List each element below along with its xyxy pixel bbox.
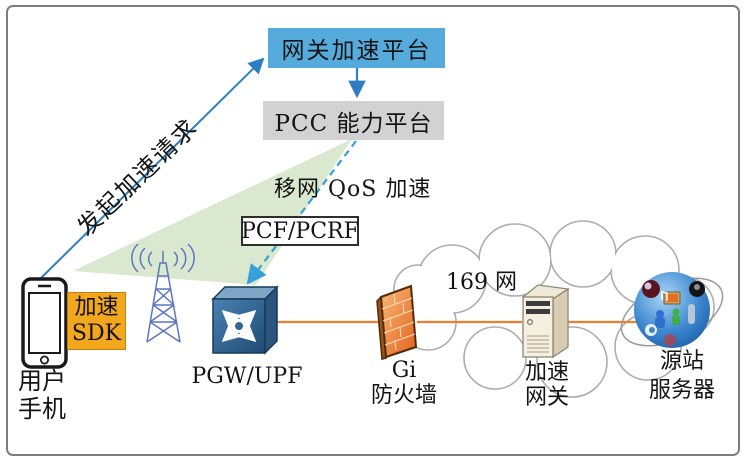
gi-firewall-label: Gi 防火墙	[358, 358, 450, 409]
gateway-acceleration-platform-box: 网关加速平台	[268, 28, 445, 68]
acceleration-gateway-label-line2: 网关	[524, 385, 569, 411]
qos-control-arrow	[246, 140, 357, 285]
request-arrow	[39, 57, 265, 280]
gi-firewall-label-line1: Gi	[391, 358, 417, 383]
router-icon	[211, 285, 279, 355]
network-169-label: 169 网	[446, 270, 517, 295]
user-phone-label: 用户 手机	[18, 367, 66, 423]
pcc-capability-platform-box: PCC 能力平台	[263, 101, 444, 140]
sdk-badge-line2: SDK	[71, 321, 122, 346]
gi-firewall-label-line2: 防火墙	[370, 383, 437, 409]
user-phone-label-line2: 手机	[18, 394, 66, 423]
media-sphere-icon	[620, 272, 724, 348]
pcf-pcrf-box: PCF/PCRF	[241, 216, 359, 246]
origin-server-label-line2: 服务器	[648, 377, 715, 403]
smartphone-icon	[21, 277, 68, 369]
origin-server-label-line1: 源站	[659, 349, 704, 374]
firewall-icon	[376, 284, 418, 360]
origin-server-label: 源站 服务器	[630, 348, 734, 405]
pgw-upf-label: PGW/UPF	[191, 364, 303, 389]
sdk-badge-line1: 加速	[74, 294, 119, 320]
acceleration-gateway-label-line1: 加速	[524, 360, 569, 385]
user-phone-label-line1: 用户	[18, 367, 66, 395]
mobile-qos-label: 移网 QoS 加速	[274, 177, 432, 202]
cell-tower-icon	[131, 243, 195, 343]
server-icon	[521, 284, 570, 359]
acceleration-gateway-label: 加速 网关	[514, 360, 580, 411]
coverage-beam	[73, 139, 352, 285]
acceleration-sdk-badge: 加速 SDK	[67, 292, 126, 350]
